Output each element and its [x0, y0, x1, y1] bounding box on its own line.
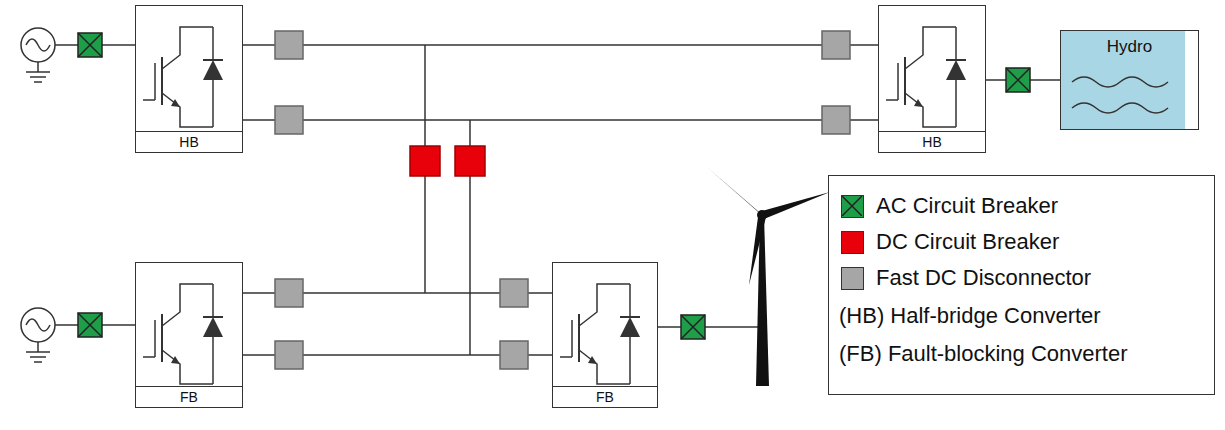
converter-box: HB	[878, 5, 986, 153]
dc-line	[243, 44, 878, 46]
dc-circuit-breaker	[410, 146, 485, 176]
fast-dc-disconnector	[275, 31, 850, 369]
converter-box: FB	[135, 262, 243, 408]
hydro-label: Hydro	[1061, 31, 1198, 57]
legend-row: (HB) Half-bridge Converter	[829, 302, 1101, 330]
igbt-symbol	[143, 27, 223, 127]
converter-label: FB	[180, 389, 198, 405]
ac-source	[21, 28, 55, 82]
legend-text: (FB) Fault-blocking Converter	[839, 341, 1128, 367]
legend-row: Fast DC Disconnector	[829, 264, 1091, 292]
legend-text: AC Circuit Breaker	[876, 193, 1058, 219]
converter-label: HB	[179, 134, 198, 150]
igbt-symbol	[886, 27, 966, 127]
dc-line	[243, 119, 878, 121]
label-strip: HB	[136, 131, 242, 152]
legend-text: DC Circuit Breaker	[876, 229, 1059, 255]
legend-row: DC Circuit Breaker	[829, 228, 1059, 256]
label-strip: FB	[553, 386, 657, 407]
label-strip: HB	[879, 131, 985, 152]
hydro-box: Hydro	[1060, 30, 1199, 130]
legend-row: AC Circuit Breaker	[829, 192, 1058, 220]
converter-box: FB	[552, 262, 658, 408]
wire	[55, 45, 760, 355]
legend-swatch	[841, 231, 864, 254]
legend-box: AC Circuit Breaker DC Circuit BreakerFast…	[828, 175, 1215, 395]
legend-row: (FB) Fault-blocking Converter	[829, 340, 1128, 368]
igbt-symbol	[560, 284, 640, 384]
legend-swatch	[841, 195, 864, 218]
legend-text: Fast DC Disconnector	[876, 265, 1091, 291]
ac-source	[21, 308, 55, 362]
label-strip: FB	[136, 386, 242, 407]
converter-label: HB	[922, 134, 941, 150]
converter-box: HB	[135, 5, 243, 153]
igbt-symbol	[143, 284, 223, 384]
converter-label: FB	[596, 389, 614, 405]
breaker-cross	[842, 196, 862, 216]
legend-text: (HB) Half-bridge Converter	[839, 303, 1101, 329]
wind-turbine	[708, 168, 830, 386]
legend-swatch	[841, 267, 864, 290]
